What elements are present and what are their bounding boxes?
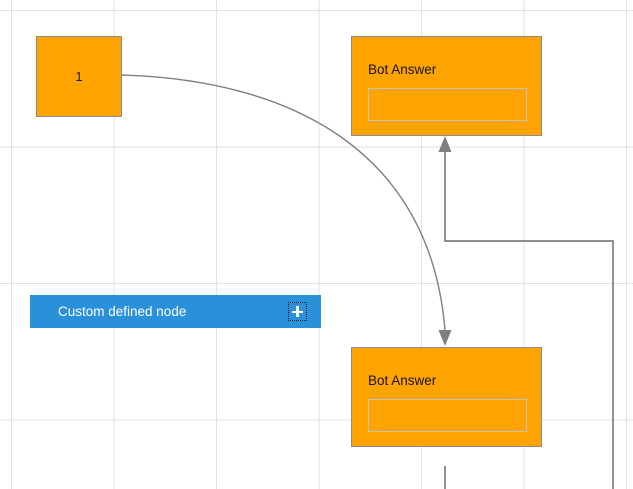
start-node[interactable]: 1 xyxy=(36,36,122,117)
bot-answer-title-bottom: Bot Answer xyxy=(368,373,437,388)
bot-answer-node-top[interactable]: Bot Answer xyxy=(351,36,542,136)
curved-connector-start-to-bottom[interactable] xyxy=(121,74,452,346)
arrowhead-up-icon xyxy=(438,136,452,152)
bot-answer-body-box-bottom[interactable] xyxy=(368,399,527,432)
bot-answer-title-top: Bot Answer xyxy=(368,62,437,77)
arrowhead-down-icon xyxy=(438,330,452,346)
bot-answer-body-box-top[interactable] xyxy=(368,88,527,121)
custom-defined-node-label: Custom defined node xyxy=(58,303,187,319)
orthogonal-connector-loop-to-top[interactable] xyxy=(438,136,614,489)
start-node-label: 1 xyxy=(75,69,83,84)
custom-defined-node-bar[interactable]: Custom defined node xyxy=(30,295,321,328)
bot-answer-node-bottom[interactable]: Bot Answer xyxy=(351,347,542,447)
plus-icon[interactable] xyxy=(288,302,307,321)
